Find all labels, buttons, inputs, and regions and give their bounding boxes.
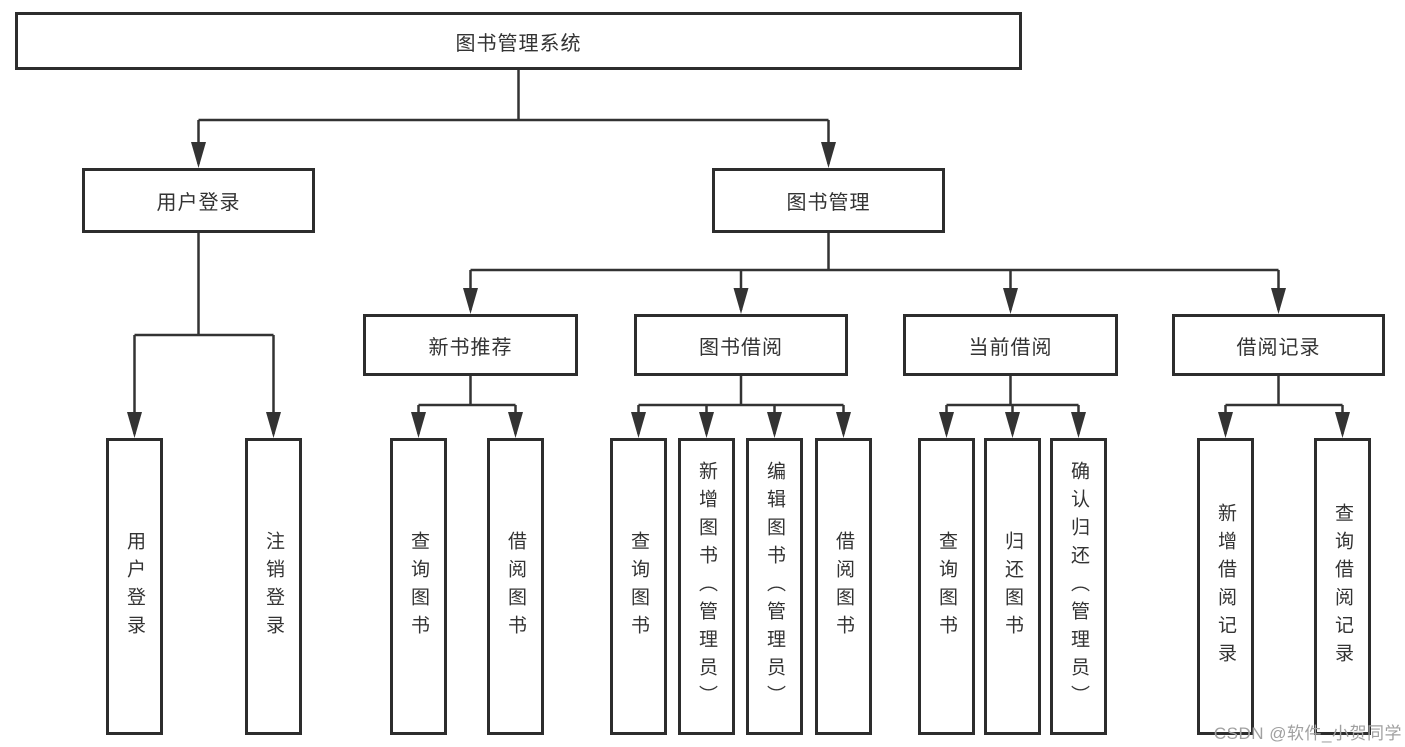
connector-root-to-level2 — [191, 70, 836, 168]
leaf-confirm-return-admin: 确认归还（管理员） — [1050, 438, 1107, 735]
node-book-borrow: 图书借阅 — [634, 314, 848, 376]
leaf-borrow-books: 借阅图书 — [815, 438, 872, 735]
connector-new-book-recommend-children — [411, 376, 523, 438]
leaf-borrow-books-recommend: 借阅图书 — [487, 438, 544, 735]
node-current-borrow: 当前借阅 — [903, 314, 1118, 376]
connector-user-login-children — [127, 233, 281, 438]
connector-current-borrow-children — [939, 376, 1086, 438]
leaf-logout: 注销登录 — [245, 438, 302, 735]
connector-book-borrow-children — [631, 376, 851, 438]
leaf-query-books-recommend: 查询图书 — [390, 438, 447, 735]
node-root: 图书管理系统 — [15, 12, 1022, 70]
connector-book-management-children — [463, 233, 1286, 314]
leaf-add-book-admin: 新增图书（管理员） — [678, 438, 735, 735]
watermark-csdn: CSDN @软件_小贺同学 — [1213, 724, 1402, 743]
leaf-user-login: 用户登录 — [106, 438, 163, 735]
leaf-query-books-borrow: 查询图书 — [610, 438, 667, 735]
leaf-edit-book-admin: 编辑图书（管理员） — [746, 438, 803, 735]
leaf-return-book: 归还图书 — [984, 438, 1041, 735]
node-new-book-recommend: 新书推荐 — [363, 314, 578, 376]
node-book-management: 图书管理 — [712, 168, 945, 233]
node-borrow-records: 借阅记录 — [1172, 314, 1385, 376]
node-user-login: 用户登录 — [82, 168, 315, 233]
connector-borrow-records-children — [1218, 376, 1350, 438]
leaf-query-borrow-record: 查询借阅记录 — [1314, 438, 1371, 735]
leaf-query-books-current: 查询图书 — [918, 438, 975, 735]
leaf-add-borrow-record: 新增借阅记录 — [1197, 438, 1254, 735]
